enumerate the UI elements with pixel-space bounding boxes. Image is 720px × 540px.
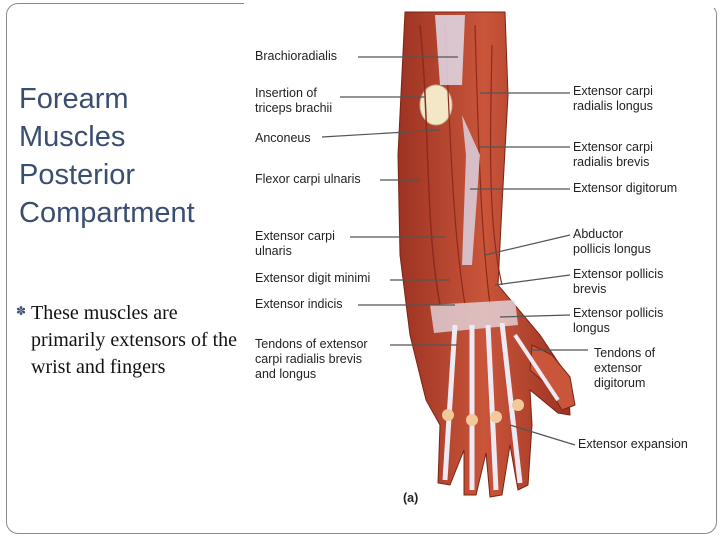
label-anconeus: Anconeus — [255, 131, 311, 145]
label-extensor-digitorum: Extensor digitorum — [573, 181, 677, 195]
title-line: Muscles — [19, 121, 126, 153]
leader-lines — [321, 56, 588, 446]
label-extensor-indicis: Extensor indicis — [255, 297, 343, 311]
bullet-icon: ✽ — [16, 304, 27, 318]
label-insertion-triceps: Insertion of triceps brachii — [255, 86, 332, 115]
label-tendons-extensor-digitorum: Tendons of extensor digitorum — [594, 346, 659, 390]
forearm-drawing — [397, 11, 576, 498]
forearm-muscle-illustration: Brachioradialis Insertion of triceps bra… — [255, 11, 688, 505]
panel-label: (a) — [403, 491, 418, 505]
title-line: Posterior — [19, 159, 136, 191]
label-flexor-carpi-ulnaris: Flexor carpi ulnaris — [255, 172, 361, 186]
labels-left: Brachioradialis Insertion of triceps bra… — [255, 49, 371, 381]
label-ecr-longus: Extensor carpi radialis longus — [573, 84, 656, 113]
label-extensor-expansion: Extensor expansion — [578, 437, 688, 451]
label-tendons-ecr: Tendons of extensor carpi radialis brevi… — [255, 337, 371, 381]
bullet-text: These muscles are primarily extensors of… — [31, 302, 238, 378]
title-line: Forearm — [19, 83, 129, 115]
label-extensor-pollicis-brevis: Extensor pollicis brevis — [573, 267, 667, 296]
labels-right: Extensor carpi radialis longus Extensor … — [573, 84, 688, 451]
slide-frame — [6, 3, 717, 534]
label-extensor-digit-minimi: Extensor digit minimi — [255, 271, 370, 285]
bullet-item: ✽ These muscles are primarily extensors … — [16, 300, 241, 381]
label-abductor-pollicis-longus: Abductor pollicis longus — [573, 227, 651, 256]
label-ecr-brevis: Extensor carpi radialis brevis — [573, 140, 656, 169]
label-brachioradialis: Brachioradialis — [255, 49, 337, 63]
title-line: Compartment — [19, 197, 195, 229]
label-extensor-pollicis-longus: Extensor pollicis longus — [573, 306, 667, 335]
slide-title: Forearm Muscles Posterior Compartment — [19, 80, 239, 232]
label-extensor-carpi-ulnaris: Extensor carpi ulnaris — [255, 229, 338, 258]
frame-gap — [244, 0, 720, 8]
